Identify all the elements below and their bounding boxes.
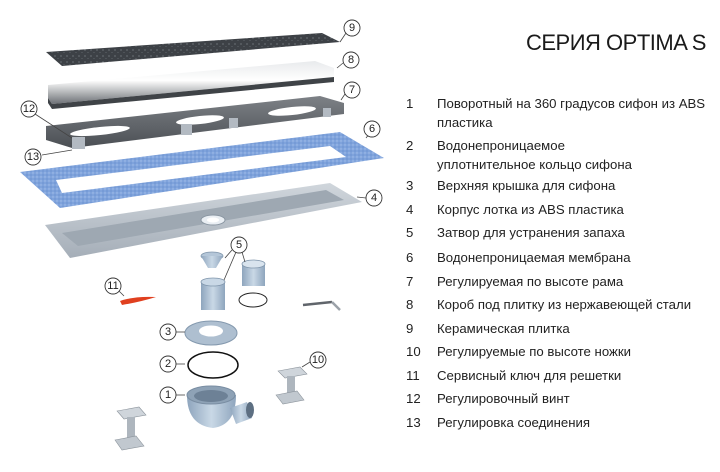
svg-text:13: 13	[27, 151, 39, 163]
svg-text:2: 2	[165, 358, 171, 370]
siphon-cover-part	[184, 320, 238, 346]
callout-8: 8	[336, 51, 360, 69]
svg-text:3: 3	[165, 326, 171, 338]
svg-text:4: 4	[371, 192, 377, 204]
callout-13: 13	[24, 148, 73, 166]
exploded-diagram: 9 8 7 12 6 13 4 5 11 3 2 10 1	[20, 19, 384, 451]
adjusting-screw-part	[302, 300, 341, 311]
callout-11: 11	[104, 277, 125, 297]
svg-text:7: 7	[349, 84, 355, 96]
membrane-part	[20, 132, 384, 208]
callout-6: 6	[363, 120, 381, 139]
callout-9: 9	[339, 19, 361, 43]
callout-4: 4	[356, 189, 383, 207]
callout-7: 7	[340, 81, 361, 101]
siphon-part	[186, 385, 254, 428]
adjustable-leg-part	[114, 366, 308, 451]
svg-text:1: 1	[165, 389, 171, 401]
callout-1: 1	[159, 386, 185, 404]
svg-text:12: 12	[23, 103, 35, 115]
callout-12: 12	[20, 100, 73, 139]
callout-5: 5	[223, 236, 248, 281]
service-key-part	[120, 296, 156, 305]
tray-body-part	[45, 183, 362, 258]
callout-10: 10	[301, 351, 327, 369]
svg-text:10: 10	[312, 354, 324, 366]
svg-text:5: 5	[236, 239, 242, 251]
ceramic-tile-part	[46, 33, 340, 66]
svg-text:9: 9	[349, 22, 355, 34]
adjustable-frame-part	[46, 96, 344, 149]
callout-2: 2	[159, 355, 185, 373]
odor-trap-part	[200, 251, 268, 310]
svg-text:6: 6	[369, 123, 375, 135]
callout-3: 3	[159, 323, 185, 341]
seal-ring-part	[187, 351, 239, 379]
stainless-box-part	[48, 61, 334, 109]
svg-text:8: 8	[348, 54, 354, 66]
svg-text:11: 11	[107, 280, 118, 292]
series-title: СЕРИЯ OPTIMA S	[526, 30, 706, 55]
